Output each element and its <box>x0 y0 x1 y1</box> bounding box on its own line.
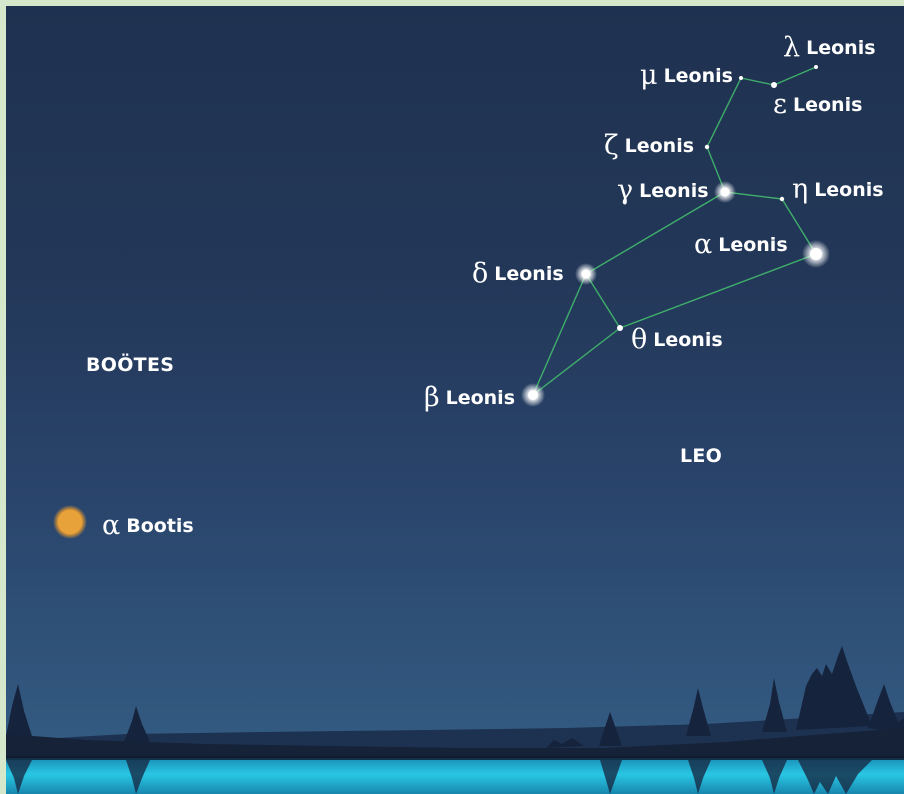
greek-delta: δ <box>472 258 488 289</box>
label-eta-leonis: η Leonis <box>792 176 884 203</box>
night-sky: BOÖTES LEO λLeonis μLeonis εLeonis ζLeon… <box>6 6 904 794</box>
star-alpha <box>810 248 822 260</box>
line-epsilon-mu <box>741 78 774 85</box>
star-name: Leonis <box>814 179 883 201</box>
label-theta-leonis: θ Leonis <box>631 326 723 353</box>
greek-eta: η <box>792 174 808 205</box>
greek-zeta: ζ <box>604 130 619 161</box>
star-mu <box>739 76 743 80</box>
star-delta <box>582 270 591 279</box>
line-beta-theta <box>533 328 620 395</box>
star-name: Leonis <box>639 180 708 202</box>
greek-beta: β <box>424 382 440 413</box>
greek-epsilon: ε <box>773 89 787 120</box>
star-name: Leonis <box>446 387 515 409</box>
star-name: Leonis <box>664 65 733 87</box>
line-theta-alpha <box>620 254 816 328</box>
star-zeta <box>705 145 709 149</box>
line-delta-beta <box>533 274 586 395</box>
label-beta-leonis: β Leonis <box>424 384 515 411</box>
star-name: Bootis <box>126 515 194 537</box>
star-name: Leonis <box>793 94 862 116</box>
star-eta <box>780 197 784 201</box>
star-beta <box>528 390 538 400</box>
star-epsilon <box>771 82 777 88</box>
star-gamma <box>721 188 730 197</box>
star-name: Leonis <box>494 263 563 285</box>
label-zeta-leonis: ζ Leonis <box>604 132 694 159</box>
greek-mu: μ <box>640 60 658 91</box>
label-delta-leonis: δ Leonis <box>472 260 564 287</box>
star-name: Leonis <box>718 234 787 256</box>
greek-gamma: γ <box>617 175 633 206</box>
greek-alpha-bootis: α <box>102 510 120 541</box>
greek-lambda: λ <box>783 32 800 63</box>
star-name: Leonis <box>653 329 722 351</box>
label-epsilon-leonis: ε Leonis <box>773 91 862 118</box>
star-name: Leonis <box>625 135 694 157</box>
line-lambda-epsilon <box>774 67 816 85</box>
stars <box>53 65 830 539</box>
star-arcturus <box>58 510 82 534</box>
label-alpha-bootis: α Bootis <box>102 512 194 539</box>
star-name: Leonis <box>806 37 875 59</box>
greek-theta: θ <box>631 324 647 355</box>
constellation-label-leo: LEO <box>680 445 722 467</box>
label-mu-leonis: μ Leonis <box>640 62 733 89</box>
label-alpha-leonis: α Leonis <box>694 231 788 258</box>
star-lambda <box>814 65 818 69</box>
star-theta <box>617 325 623 331</box>
label-gamma-leonis: γ Leonis <box>617 177 709 204</box>
greek-alpha: α <box>694 229 712 260</box>
constellation-label-bootes: BOÖTES <box>86 354 174 376</box>
label-lambda-leonis: λ Leonis <box>783 34 876 61</box>
